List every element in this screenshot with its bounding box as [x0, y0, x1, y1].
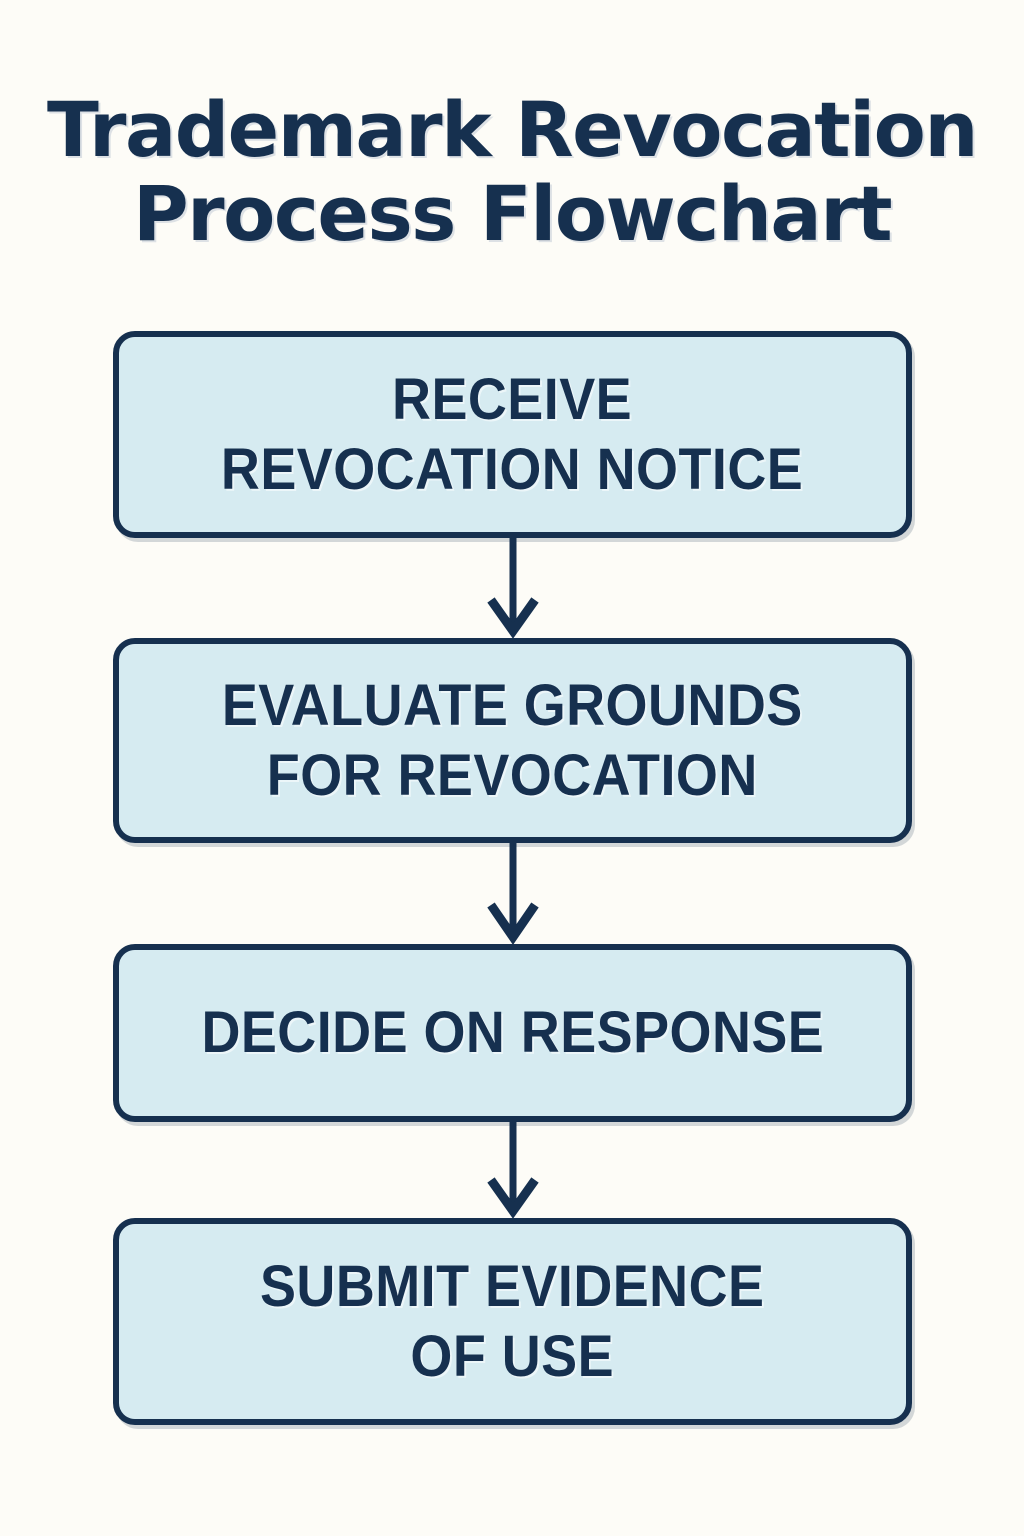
arrow-down-icon-step1-to-step2 — [487, 538, 539, 638]
arrow-down-icon-step3-to-step4 — [487, 1122, 539, 1218]
flow-node-receive-revocation-notice[interactable]: RECEIVE REVOCATION NOTICE — [113, 331, 912, 538]
flow-node-label: EVALUATE GROUNDS FOR REVOCATION — [222, 672, 803, 808]
page-title-line-2: Process Flowchart — [132, 169, 893, 258]
flow-node-label: SUBMIT EVIDENCE OF USE — [260, 1253, 765, 1389]
flow-node-label: DECIDE ON RESPONSE — [201, 1000, 824, 1065]
page-title-line-1: Trademark Revocation — [46, 85, 979, 174]
arrow-down-icon-step2-to-step3 — [487, 843, 539, 944]
flow-node-decide-on-response[interactable]: DECIDE ON RESPONSE — [113, 944, 912, 1122]
flow-node-evaluate-grounds-for-revocation[interactable]: EVALUATE GROUNDS FOR REVOCATION — [113, 638, 912, 843]
flow-node-submit-evidence-of-use[interactable]: SUBMIT EVIDENCE OF USE — [113, 1218, 912, 1425]
page-title: Trademark Revocation Process Flowchart — [0, 88, 1024, 256]
flow-node-label: RECEIVE REVOCATION NOTICE — [221, 366, 804, 502]
